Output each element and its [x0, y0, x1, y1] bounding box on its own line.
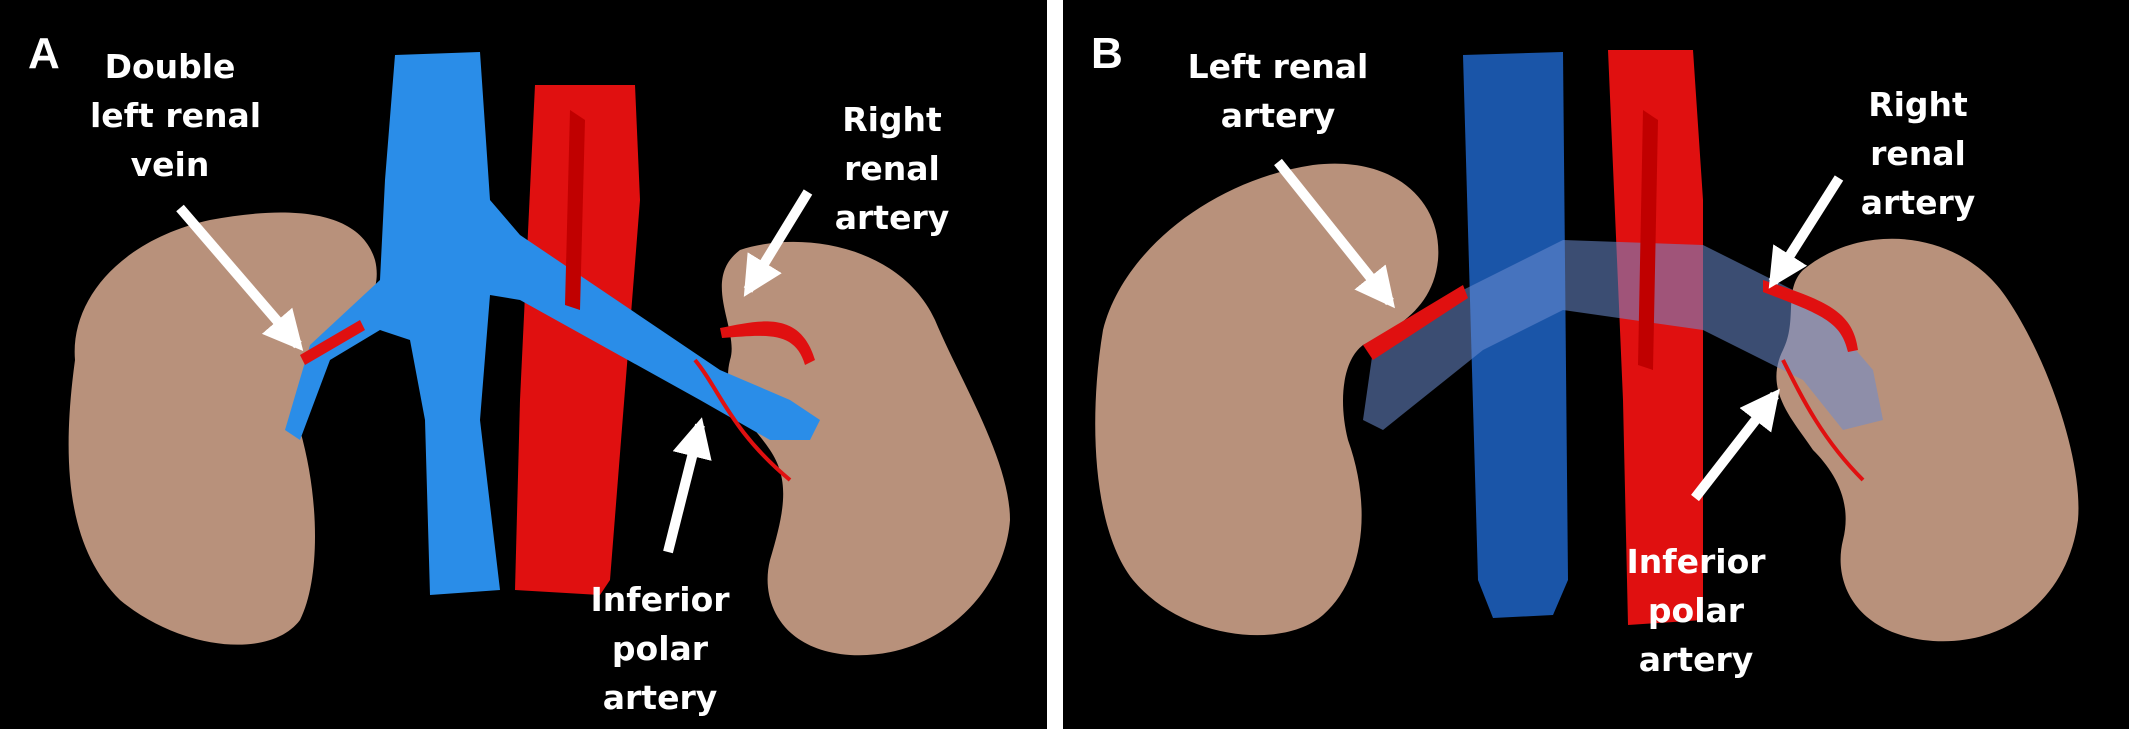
arrow-right-renal-artery-b: [1768, 175, 1844, 289]
inferior-polar-artery-a: [693, 358, 792, 482]
panel-b-render: [1095, 50, 2079, 642]
label-double-left-renal-vein: Double left renal vein: [90, 47, 262, 184]
arrow-double-left-renal-vein: [176, 204, 304, 352]
inferior-polar-artery-b: [1781, 359, 1865, 482]
vena-cava-b: [1463, 52, 1568, 618]
panel-a-letter: A: [28, 29, 60, 78]
panel-a: A Double left renal vein Right renal art…: [0, 0, 1047, 729]
right-kidney-b: [1776, 238, 2079, 642]
renal-branch-b: [1638, 110, 1658, 370]
renal-vein-b: [1363, 240, 1883, 430]
label-inferior-polar-artery-b: Inferior polar artery: [1626, 542, 1766, 679]
panel-b-letter: B: [1091, 29, 1123, 78]
label-left-renal-artery-b: Left renal artery: [1187, 47, 1369, 135]
right-renal-artery-b: [1763, 280, 1858, 352]
vena-cava: [285, 52, 820, 595]
panel-a-render: [68, 52, 1010, 656]
panel-b: B Left renal artery Right renal artery I…: [1063, 0, 2129, 729]
left-kidney-b: [1095, 163, 1439, 636]
label-right-renal-artery-b: Right renal artery: [1860, 85, 1976, 222]
arrow-inferior-polar-artery-a: [663, 417, 712, 554]
aorta: [515, 85, 640, 595]
arrow-right-renal-artery-a: [743, 189, 813, 297]
left-renal-artery-b: [1363, 285, 1468, 360]
right-kidney: [721, 241, 1010, 656]
left-renal-artery-a: [300, 320, 365, 365]
arrow-left-renal-artery-b: [1274, 158, 1395, 309]
label-inferior-polar-artery-a: Inferior polar artery: [590, 580, 730, 717]
left-kidney: [68, 212, 377, 645]
arrow-inferior-polar-artery-b: [1691, 388, 1780, 502]
label-right-renal-artery-a: Right renal artery: [834, 100, 950, 237]
aorta-b: [1608, 50, 1703, 625]
right-renal-artery-a: [720, 321, 815, 365]
renal-branch-a: [565, 110, 585, 310]
